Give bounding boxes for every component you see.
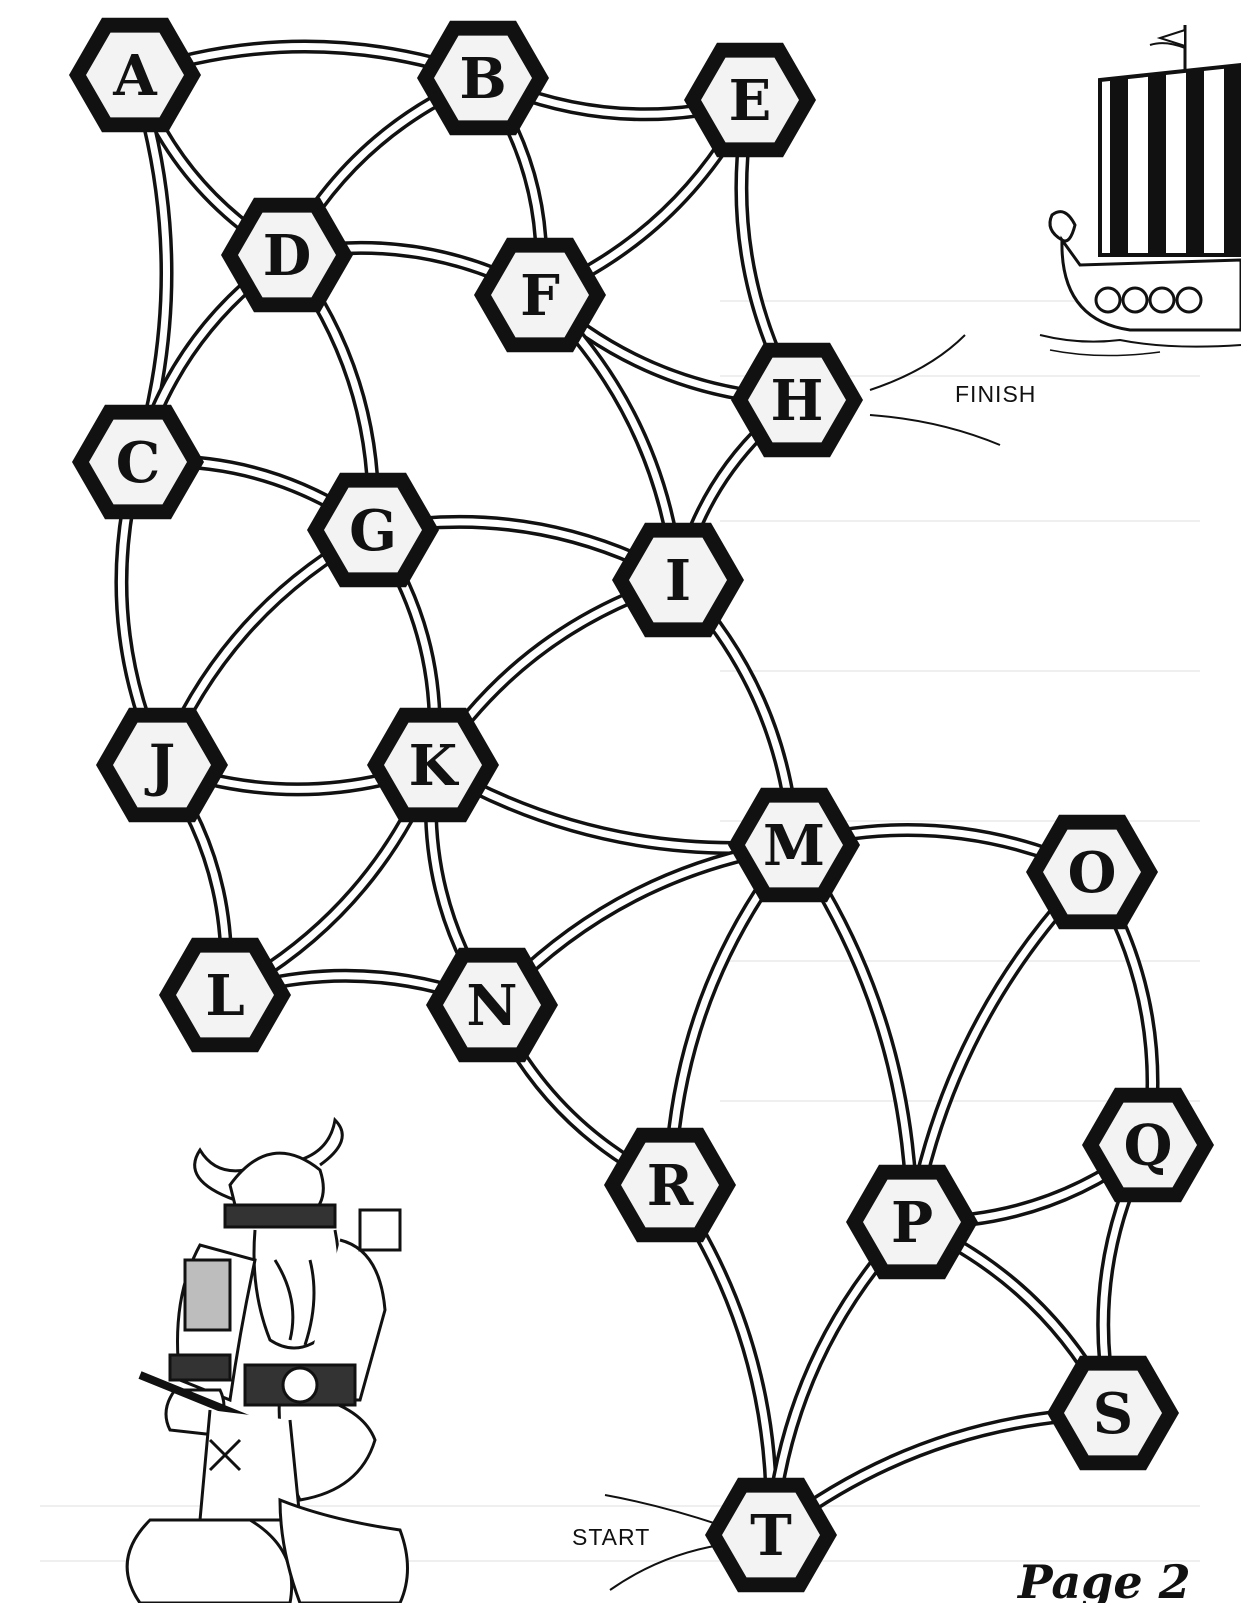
node-label: D [263,223,312,289]
node-i[interactable]: I [612,523,744,637]
start-marker: START [572,1495,720,1590]
node-label: C [116,430,161,496]
node-g[interactable]: G [307,473,439,587]
node-label: T [750,1503,792,1569]
node-label: P [891,1190,933,1256]
node-l[interactable]: L [159,938,291,1052]
node-r[interactable]: R [604,1128,736,1242]
node-label: K [409,733,460,799]
finish-marker: FINISH [870,335,1036,445]
node-label: E [729,68,772,134]
node-q[interactable]: Q [1082,1088,1214,1202]
node-k[interactable]: K [367,708,499,822]
finish-label: FINISH [955,381,1036,407]
node-label: H [771,368,824,434]
viking-warrior-icon [127,1120,407,1603]
node-label: I [665,548,691,614]
node-j[interactable]: J [96,708,228,822]
node-label: S [1093,1381,1133,1447]
node-s[interactable]: S [1047,1356,1179,1470]
node-c[interactable]: C [72,405,204,519]
start-label: START [572,1524,650,1550]
node-p[interactable]: P [846,1165,978,1279]
node-m[interactable]: M [728,788,860,902]
node-label: G [349,498,397,564]
node-label: Q [1124,1113,1173,1179]
node-b[interactable]: B [417,21,549,135]
node-label: A [112,43,158,109]
page-number: Page 2 [1016,1555,1191,1603]
node-o[interactable]: O [1026,815,1158,929]
node-a[interactable]: A [69,18,201,132]
node-label: B [459,46,506,112]
node-label: L [205,963,244,1029]
node-label: F [520,263,560,329]
node-label: R [647,1153,694,1219]
viking-ship-icon [1040,25,1241,356]
node-label: O [1068,840,1117,906]
maze-nodes: A B C D E F G H I J K L M N O P Q R S T [69,18,1214,1592]
node-label: N [466,973,517,1039]
node-label: J [144,733,176,799]
node-e[interactable]: E [684,43,816,157]
node-label: M [763,813,825,879]
